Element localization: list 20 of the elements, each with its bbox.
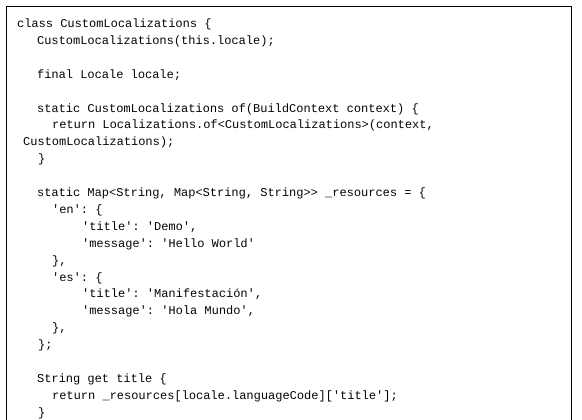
- code-line: },: [52, 320, 66, 336]
- code-line: 'title': 'Demo',: [82, 218, 198, 235]
- code-line: static CustomLocalizations of(BuildContext context) {: [37, 100, 419, 116]
- code-line: CustomLocalizations);: [23, 134, 174, 150]
- code-line: static Map<String, Map<String, String>> _resources = {: [37, 185, 426, 201]
- code-line: CustomLocalizations(this.locale);: [37, 32, 275, 49]
- code-line: };: [38, 337, 52, 354]
- code-line: }: [38, 151, 46, 168]
- code-line: String get title {: [37, 370, 167, 387]
- code-line: 'message': 'Hola Mundo',: [82, 303, 255, 320]
- code-line: }: [38, 404, 46, 420]
- code-line: final Locale locale;: [37, 66, 182, 83]
- code-line: return _resources[locale.languageCode]['title'];: [52, 388, 398, 404]
- code-line: 'es': {: [52, 270, 102, 286]
- code-line: 'title': 'Manifestación',: [82, 286, 262, 302]
- code-line: class CustomLocalizations {: [17, 16, 212, 32]
- code-line: },: [52, 252, 66, 269]
- code-line: return Localizations.of<CustomLocalizations>(context,: [52, 117, 434, 134]
- code-line: 'en': {: [52, 202, 102, 218]
- code-line: 'message': 'Hello World': [82, 236, 255, 252]
